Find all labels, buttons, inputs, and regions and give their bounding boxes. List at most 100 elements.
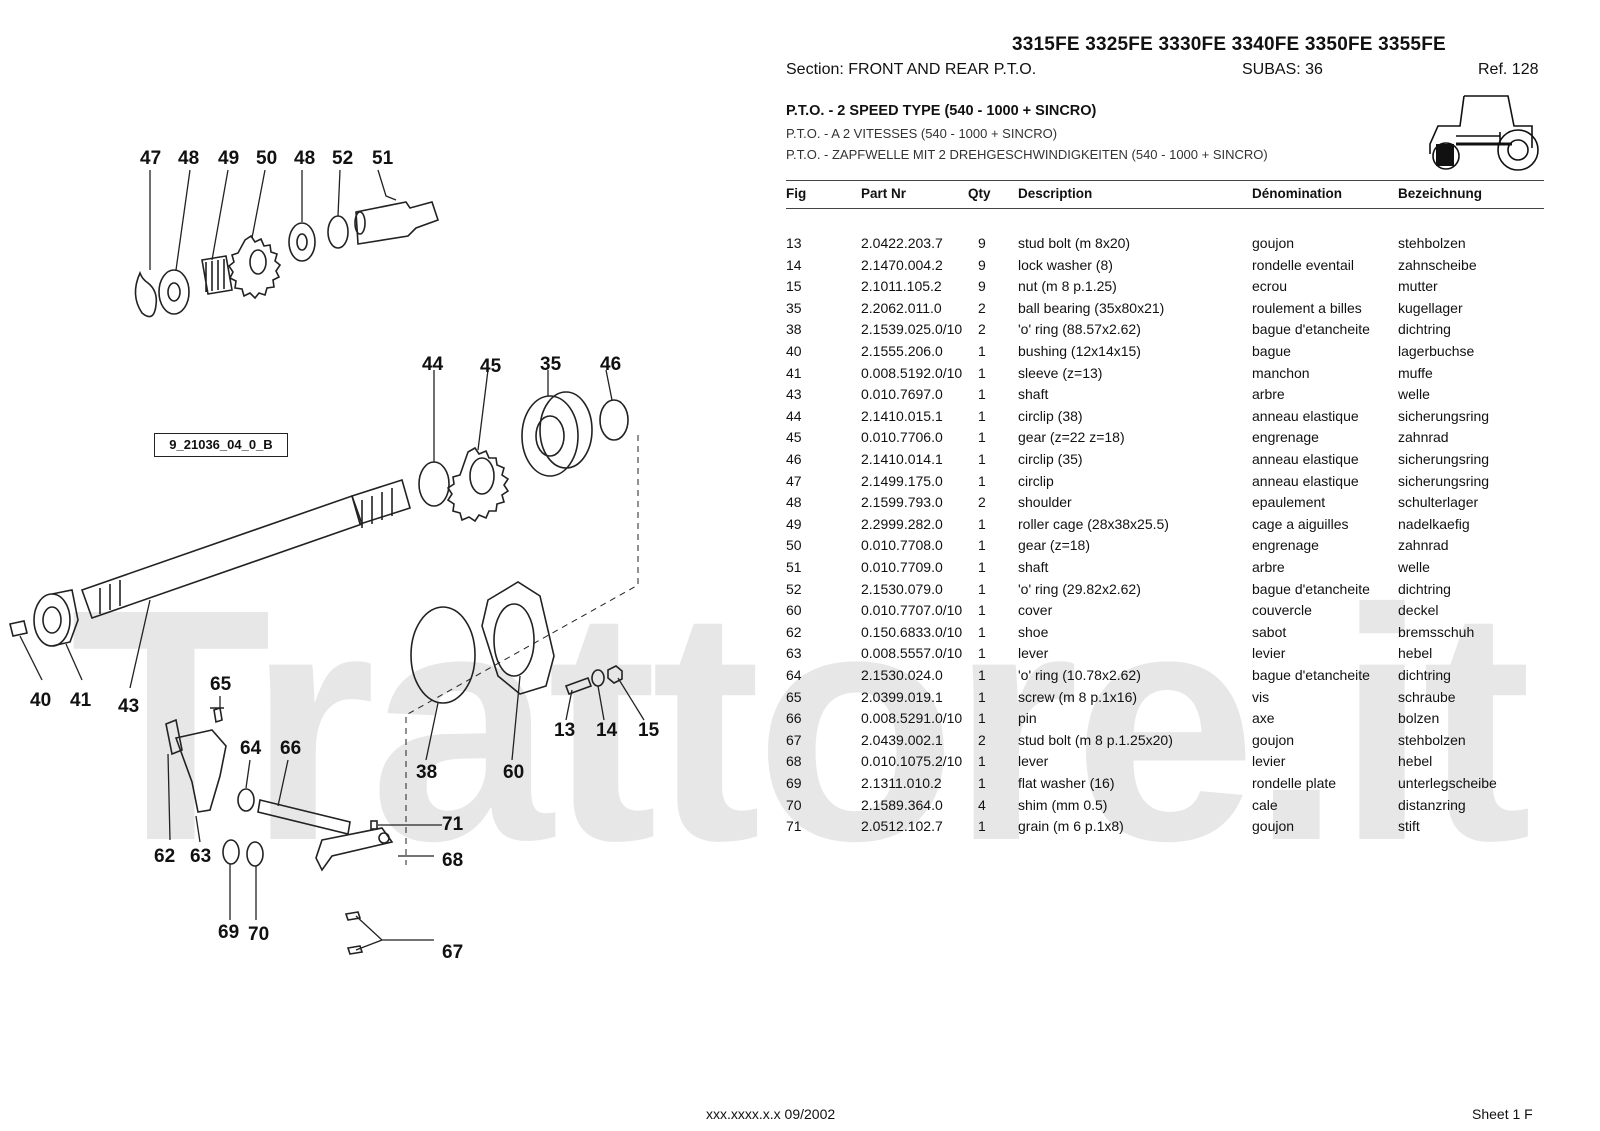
cell-denomination: manchon — [1252, 364, 1310, 381]
tractor-icon — [1429, 95, 1539, 171]
cell-part-number: 0.010.7709.0 — [861, 559, 943, 575]
cell-bezeichnung: zahnrad — [1398, 537, 1449, 554]
cell-denomination: bague d'etancheite — [1252, 667, 1370, 683]
callout-49: 49 — [218, 148, 239, 169]
callout-15: 15 — [638, 720, 660, 741]
callout-41: 41 — [70, 690, 92, 711]
cell-description: circlip (35) — [1018, 451, 1083, 467]
cell-denomination: goujon — [1252, 731, 1295, 748]
cell-bezeichnung: stift — [1398, 818, 1420, 835]
cell-bezeichnung: bolzen — [1398, 710, 1440, 727]
ball-bearing-35-part — [521, 395, 579, 477]
cell-fig: 38 — [786, 321, 802, 338]
cell-description: 'o' ring (29.82x2.62) — [1018, 580, 1141, 597]
cell-description: stud bolt (m 8x20) — [1018, 235, 1131, 251]
cell-denomination: bague — [1252, 343, 1291, 359]
cell-bezeichnung: sicherungsring — [1398, 472, 1490, 489]
circlip-47-part — [134, 270, 158, 318]
cell-qty: 2 — [978, 494, 986, 511]
cell-part-number: 2.0422.203.7 — [861, 235, 943, 251]
cell-bezeichnung: stehbolzen — [1398, 731, 1466, 748]
cell-fig: 69 — [786, 775, 802, 791]
cell-description: 'o' ring (88.57x2.62) — [1018, 321, 1141, 338]
callout-65: 65 — [210, 674, 232, 695]
col-header-part: Part Nr — [861, 186, 907, 201]
cell-denomination: epaulement — [1252, 494, 1326, 511]
cell-description: circlip (38) — [1018, 407, 1083, 424]
callout-60: 60 — [503, 762, 524, 783]
cell-denomination: arbre — [1252, 386, 1285, 403]
roller-cage-49-part — [201, 255, 233, 295]
cell-description: cover — [1018, 602, 1053, 619]
gear-45-part — [446, 446, 510, 523]
cell-qty: 1 — [978, 818, 986, 835]
cell-part-number: 2.2999.282.0 — [861, 515, 943, 532]
callout-43: 43 — [118, 696, 139, 717]
cell-qty: 1 — [978, 559, 986, 575]
cell-part-number: 2.1555.206.0 — [861, 343, 943, 359]
cell-bezeichnung: schraube — [1398, 688, 1456, 705]
callout-47: 47 — [140, 148, 161, 169]
cell-description: grain (m 6 p.1x8) — [1018, 818, 1124, 835]
title-french: P.T.O. - A 2 VITESSES (540 - 1000 + SINC… — [786, 126, 1058, 141]
cell-fig: 48 — [786, 494, 802, 511]
cell-bezeichnung: hebel — [1398, 753, 1433, 770]
cell-fig: 67 — [786, 731, 802, 748]
cell-qty: 2 — [978, 731, 986, 748]
nut-15-part — [607, 665, 623, 684]
lever-63-part — [174, 729, 227, 813]
cell-bezeichnung: sicherungsring — [1398, 407, 1490, 424]
cell-part-number: 2.0439.002.1 — [861, 731, 943, 748]
cell-fig: 65 — [786, 688, 802, 705]
cell-bezeichnung: kugellager — [1398, 299, 1463, 316]
cell-denomination: rondelle plate — [1252, 775, 1337, 791]
callout-14: 14 — [596, 720, 618, 741]
circlip-46-part — [599, 399, 629, 441]
callout-63: 63 — [190, 846, 211, 867]
shaft-51-part — [355, 201, 440, 245]
screw-65-part — [210, 706, 224, 724]
cell-part-number: 2.0512.102.7 — [861, 818, 943, 835]
title-english: P.T.O. - 2 SPEED TYPE (540 - 1000 + SINC… — [786, 103, 1097, 119]
cell-fig: 68 — [786, 753, 802, 770]
cell-description: shaft — [1018, 559, 1049, 575]
cell-fig: 43 — [786, 386, 802, 403]
watermark: Trattore.it — [70, 540, 1532, 909]
cell-part-number: 0.008.5557.0/10 — [861, 645, 963, 662]
sleeve-41-part — [33, 593, 71, 647]
cell-qty: 9 — [978, 235, 986, 251]
cell-denomination: levier — [1252, 645, 1286, 662]
cell-description: 'o' ring (10.78x2.62) — [1018, 667, 1141, 683]
cell-fig: 35 — [786, 299, 802, 316]
cell-part-number: 2.0399.019.1 — [861, 688, 943, 705]
bushing-40-part — [9, 620, 28, 637]
o-ring-64-part — [237, 788, 255, 812]
cell-description: shaft — [1018, 386, 1049, 403]
cell-denomination: ecrou — [1252, 278, 1288, 295]
cell-part-number: 0.010.7697.0 — [861, 386, 943, 403]
cell-description: sleeve (z=13) — [1018, 364, 1103, 381]
cell-bezeichnung: nadelkaefig — [1398, 515, 1470, 532]
shoulder-48b-part — [288, 222, 316, 262]
cell-bezeichnung: unterlegscheibe — [1398, 775, 1497, 791]
diagram-ref-code: 9_21036_04_0_B — [154, 433, 288, 457]
cell-fig: 51 — [786, 559, 802, 575]
cell-qty: 1 — [978, 602, 986, 619]
cell-part-number: 2.1311.010.2 — [861, 775, 942, 791]
cell-fig: 50 — [786, 537, 802, 554]
shoulder-48-part — [158, 269, 190, 315]
cell-fig: 15 — [786, 278, 802, 295]
footer-code: xxx.xxxx.x.x 09/2002 — [706, 1106, 836, 1122]
callout-66: 66 — [280, 738, 301, 759]
cell-bezeichnung: zahnrad — [1398, 429, 1449, 446]
cell-qty: 1 — [978, 775, 986, 791]
callout-13: 13 — [554, 720, 575, 741]
cell-denomination: bague d'etancheite — [1252, 580, 1370, 597]
callout-38: 38 — [416, 762, 437, 783]
stud-bolt-67b-part — [346, 945, 364, 955]
table-header-rule — [786, 208, 1544, 209]
